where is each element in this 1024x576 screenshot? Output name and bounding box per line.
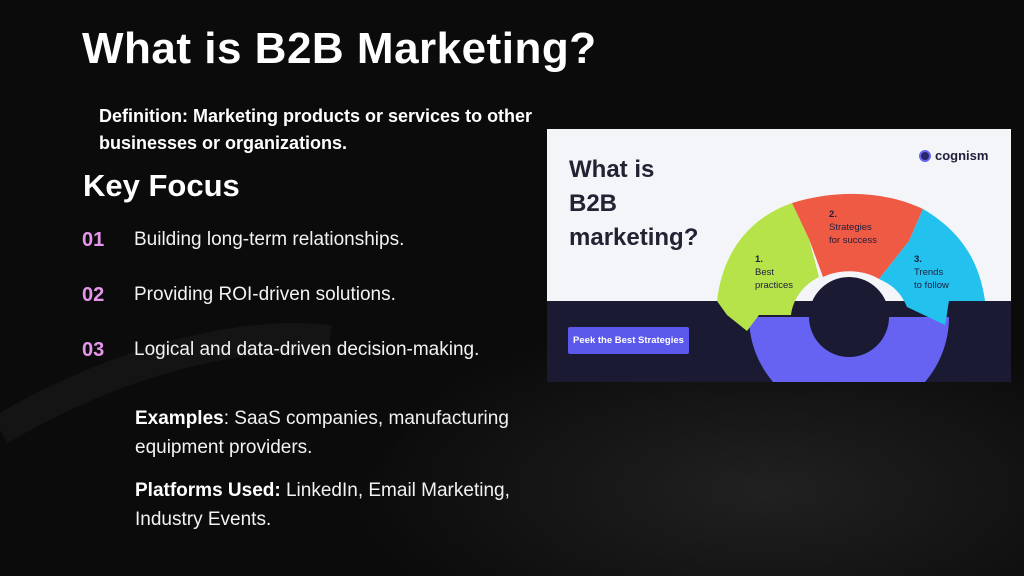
platforms-text: LinkedIn, Email Marketing, Industry Even… [135,480,510,530]
key-focus-heading: Key Focus [83,168,240,203]
peek-strategies-button[interactable]: Peek the Best Strategies [568,327,689,354]
cognism-logo-icon [919,149,931,162]
focus-number: 01 [82,228,105,251]
b2b-infographic: What is B2B marketing? cognism 1. Best p… [547,129,1011,382]
examples-label: Examples [135,408,224,429]
brand-name: cognism [935,148,989,163]
focus-number: 03 [82,338,105,361]
step-2-line: Strategies [829,222,872,233]
cycle-segment-2 [792,193,923,279]
platforms-label: Platforms Used: [135,480,281,501]
examples-paragraph: Examples: SaaS companies, manufacturing … [135,404,565,462]
step-2-line: for success [829,235,877,246]
focus-text: Providing ROI-driven solutions. [134,284,396,305]
cognism-logo: cognism [919,148,988,163]
focus-text: Building long-term relationships. [134,229,405,250]
step-1-number: 1. [755,254,763,265]
platforms-paragraph: Platforms Used: LinkedIn, Email Marketin… [135,476,565,534]
step-3-number: 3. [914,254,922,265]
focus-text: Logical and data-driven decision-making. [134,339,480,360]
step-3-line: to follow [914,280,949,291]
cycle-segment-3 [879,209,985,325]
step-3-line: Trends [914,267,943,278]
infographic-title-line: What is [569,156,655,183]
definition-text: Definition: Marketing products or servic… [99,106,533,153]
focus-item-2: 02 Providing ROI-driven solutions. [82,280,396,310]
cycle-segment-1 [717,203,819,331]
focus-number: 02 [82,283,105,306]
step-2-number: 2. [829,209,837,220]
examples-text: : SaaS companies, manufacturing equipmen… [135,408,509,458]
page-title: What is B2B Marketing? [82,24,597,73]
focus-item-3: 03 Logical and data-driven decision-maki… [82,335,479,365]
infographic-title-line: B2B [569,190,618,217]
cycle-diagram: 1. Best practices 2. Strategies for succ… [717,193,985,382]
infographic-title-line: marketing? [569,224,699,251]
infographic-title: What is B2B marketing? [569,153,749,255]
step-1-line: practices [755,280,793,291]
cycle-center [809,277,889,357]
focus-item-1: 01 Building long-term relationships. [82,225,404,255]
step-1-line: Best [755,267,774,278]
